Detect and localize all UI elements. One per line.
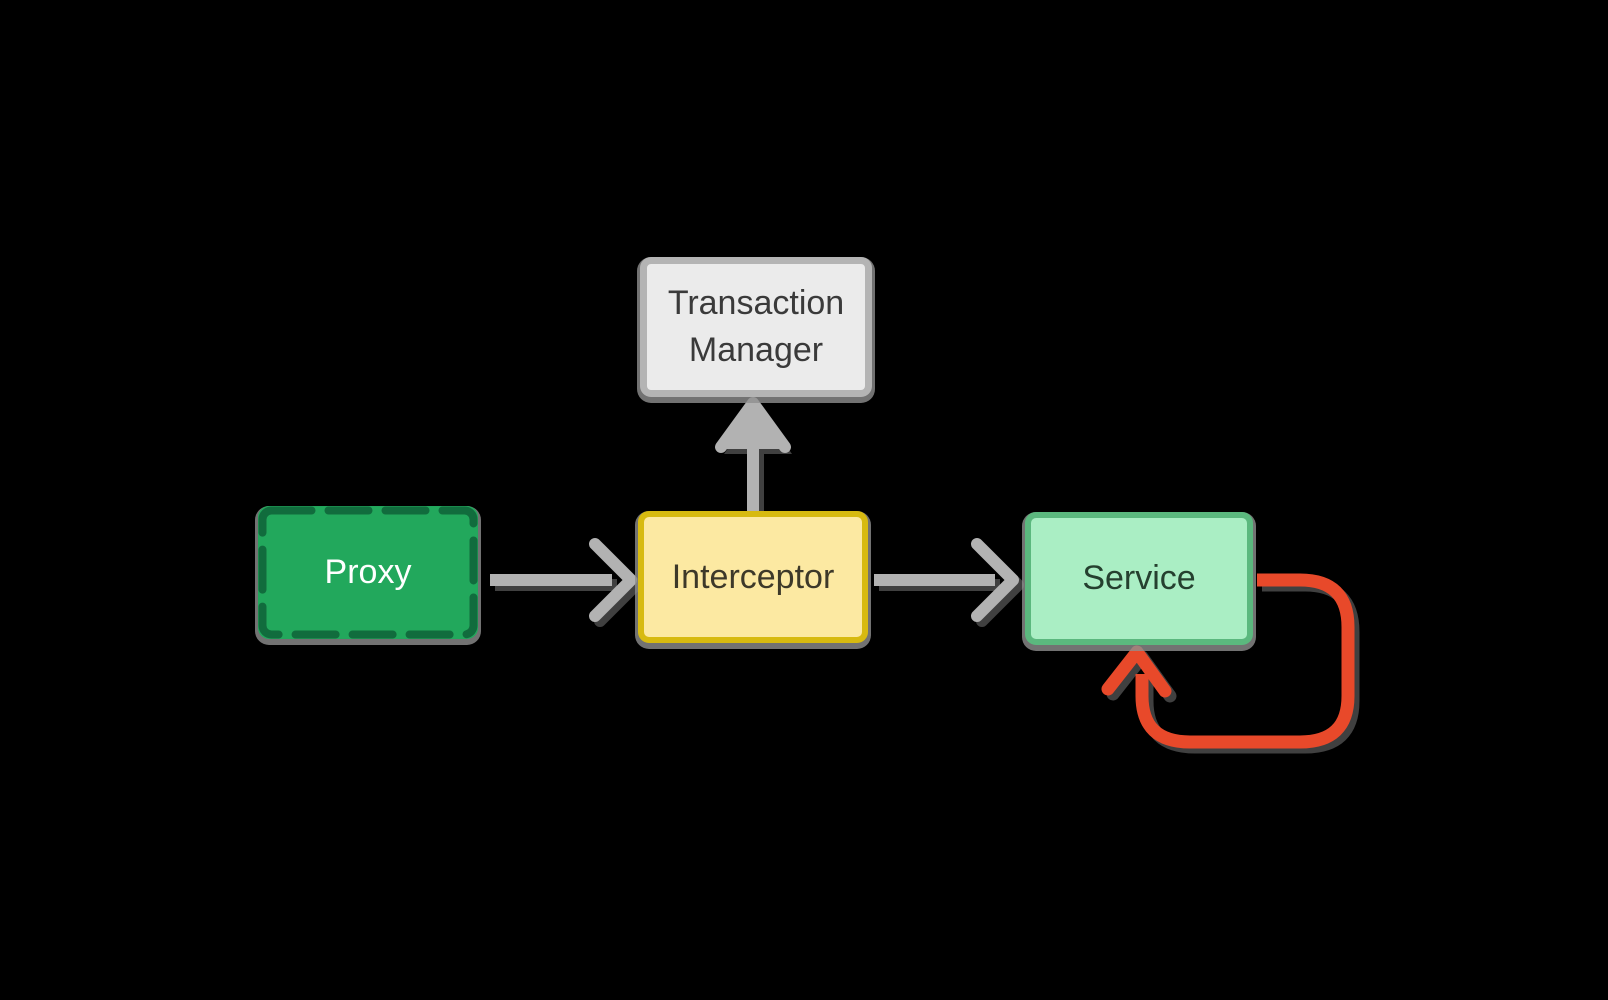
dashed-border-icon: [258, 506, 478, 639]
node-proxy: Proxy: [258, 506, 478, 639]
node-transaction-manager: Transaction Manager: [640, 257, 872, 397]
node-label: Interceptor: [671, 557, 835, 596]
arrowhead-right-icon: [589, 538, 637, 622]
arrow-interceptor-to-transaction-manager: [715, 397, 791, 511]
node-label: Service: [1082, 559, 1196, 597]
arrowhead-right-icon: [971, 538, 1019, 622]
node-service: Service: [1025, 512, 1253, 645]
node-interceptor: Interceptor: [638, 511, 868, 643]
arrow-service-self-loop: [1101, 573, 1355, 749]
arrowhead-up-icon: [1101, 645, 1172, 698]
arrow-interceptor-to-service: [874, 538, 1019, 622]
node-label: Transaction Manager: [667, 284, 845, 369]
arrow-proxy-to-interceptor: [490, 538, 637, 622]
